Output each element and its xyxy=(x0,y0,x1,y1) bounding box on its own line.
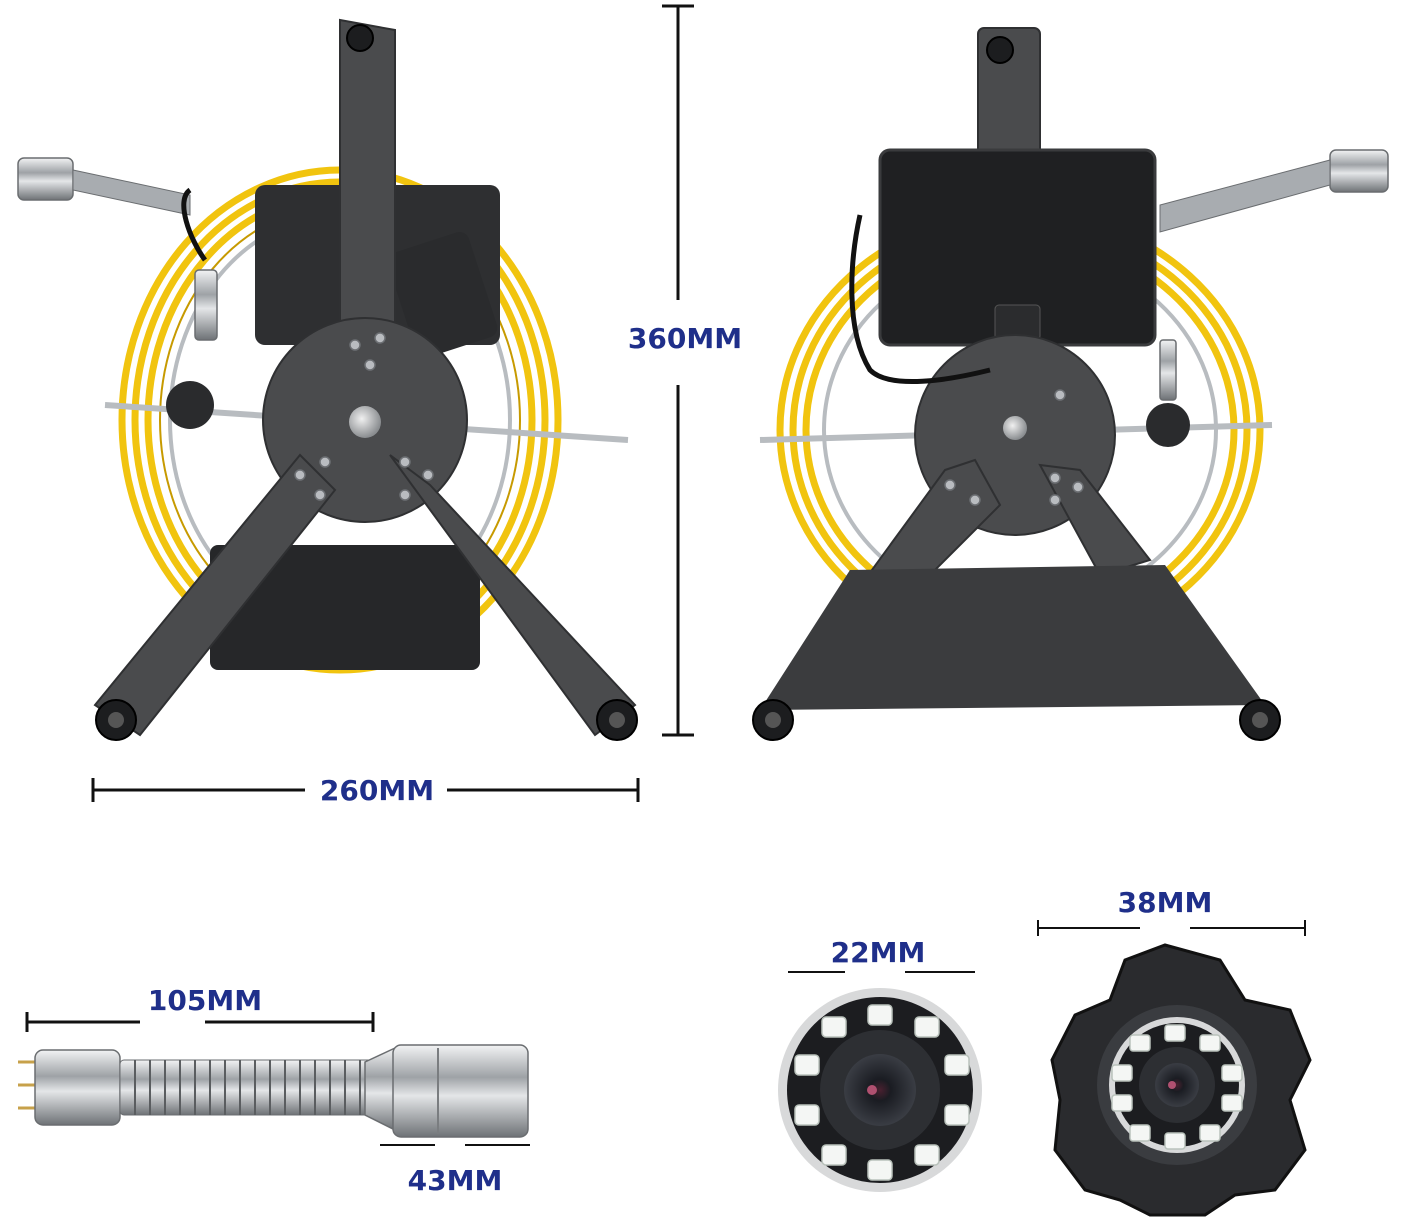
height-label: 360MM xyxy=(628,322,742,355)
camera-diameter-label: 22MM xyxy=(831,936,926,969)
skid-diameter-dimension: 38MM xyxy=(1037,886,1306,936)
camera-length-label: 105MM xyxy=(148,984,262,1017)
width-dimension: 260MM xyxy=(91,774,640,807)
camera-length-dimension: 105MM xyxy=(25,984,375,1032)
cable-reel-front-icon xyxy=(17,18,638,741)
width-label: 260MM xyxy=(320,774,434,807)
camera-diameter-dimension: 22MM xyxy=(788,936,975,973)
camera-head-side-icon xyxy=(18,1044,529,1138)
camera-lens-front-icon xyxy=(778,988,982,1192)
cable-reel-back-monitor-icon xyxy=(752,27,1389,741)
camera-head-length-label: 43MM xyxy=(408,1164,503,1197)
camera-head-length-dimension: 43MM xyxy=(380,1144,530,1197)
height-dimension: 360MM xyxy=(628,4,742,737)
camera-skid-front-icon xyxy=(1050,943,1312,1217)
skid-diameter-label: 38MM xyxy=(1118,886,1213,919)
